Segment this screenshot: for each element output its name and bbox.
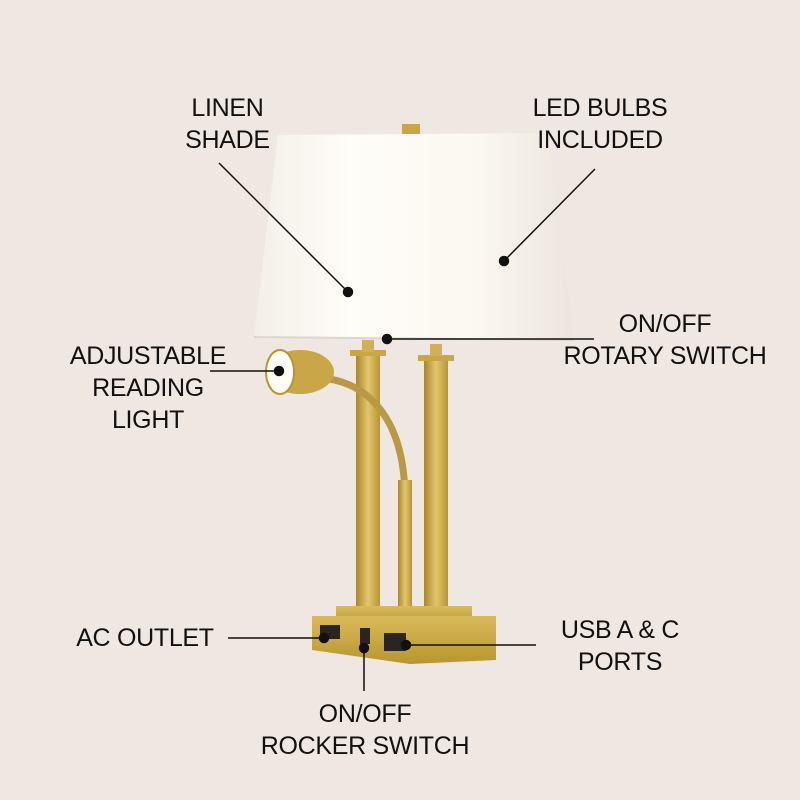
linen-shade — [254, 133, 574, 340]
callout-ac-outlet: AC OUTLET — [76, 624, 214, 652]
post-right — [424, 355, 448, 615]
callout-rocker-switch: ON/OFF ROCKER SWITCH — [260, 700, 470, 760]
rocker-switch-port — [360, 628, 370, 644]
usb-port — [384, 633, 406, 651]
callout-led-bulbs: LED BULBS INCLUDED — [532, 94, 668, 154]
callout-linen-shade: LINEN SHADE — [185, 94, 270, 154]
callout-rotary-switch: ON/OFF ROTARY SWITCH — [563, 310, 767, 370]
callout-usb-ports: USB A & C PORTS — [560, 616, 680, 676]
finial — [402, 124, 420, 134]
callout-reading-light: ADJUSTABLE READING LIGHT — [69, 342, 227, 434]
